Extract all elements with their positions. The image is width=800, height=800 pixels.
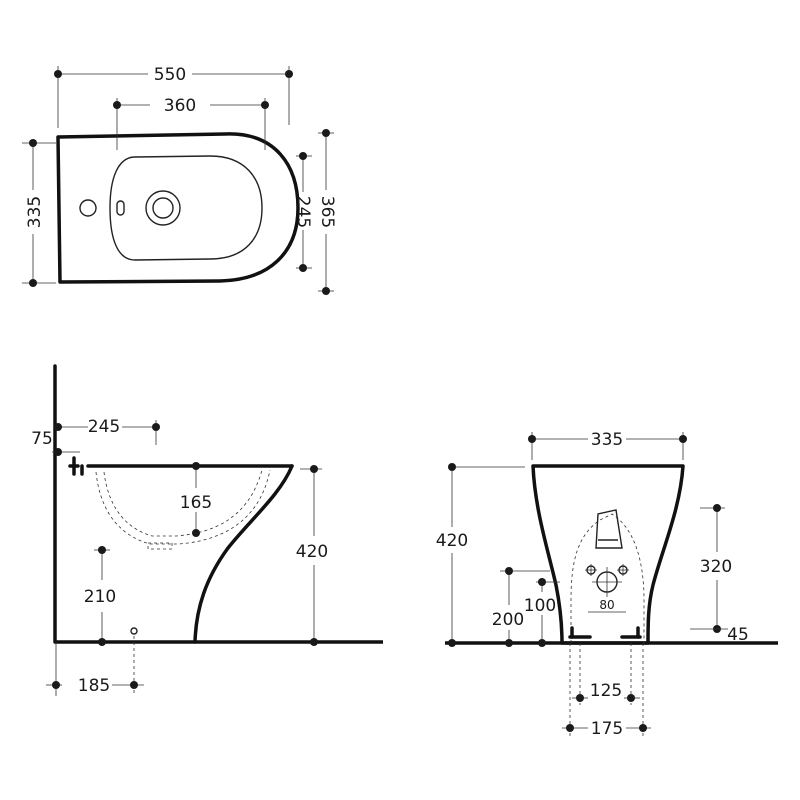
front-view: 80 335 420 200 100 320 (436, 430, 778, 739)
dim-125-label: 125 (590, 681, 622, 701)
dim-335-top-label: 335 (25, 196, 45, 228)
dim-100-label: 100 (524, 596, 556, 616)
dim-165-label: 165 (180, 493, 212, 513)
dim-185-label: 185 (78, 676, 110, 696)
dim-335-front-label: 335 (591, 430, 623, 450)
top-view-outline (56, 132, 300, 284)
dim-550-label: 550 (154, 65, 186, 85)
top-view: 550 360 335 245 365 (22, 65, 337, 295)
front-view-outline (531, 464, 685, 645)
front-inner-cavity (570, 513, 645, 643)
dim-80-label: 80 (599, 598, 614, 612)
dim-245-side-label: 245 (88, 417, 120, 437)
side-view-back-profile (193, 464, 294, 644)
dim-360-label: 360 (164, 96, 196, 116)
dim-45-label: 45 (727, 625, 749, 645)
drain-inner (152, 197, 174, 219)
drain-outer (145, 190, 181, 226)
overflow-slot (116, 200, 125, 216)
dim-210-label: 210 (84, 587, 116, 607)
dim-320-label: 320 (700, 557, 732, 577)
side-bowl-outer (95, 469, 271, 545)
side-bowl-inner (103, 469, 263, 537)
top-view-bowl (109, 155, 263, 261)
dim-245-top-label: 245 (293, 196, 313, 228)
side-view: 245 75 165 420 210 185 (31, 364, 383, 696)
dim-75-label: 75 (31, 429, 53, 449)
dim-365-label: 365 (317, 196, 337, 228)
dim-200-label: 200 (492, 610, 524, 630)
floor-fixing-marker (130, 627, 138, 635)
dim-175-label: 175 (591, 719, 623, 739)
tap-hole (79, 199, 97, 217)
front-inner-trap (595, 509, 623, 549)
dim-420-front-label: 420 (436, 531, 468, 551)
dim-420-side-label: 420 (296, 542, 328, 562)
